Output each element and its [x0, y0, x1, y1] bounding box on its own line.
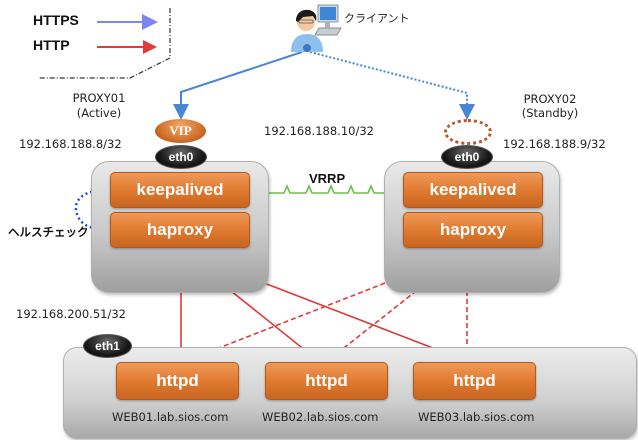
proxy01-keepalived: keepalived [110, 172, 250, 208]
client-node [285, 2, 345, 52]
client-label: クライアント [344, 12, 410, 25]
web02-httpd: httpd [265, 362, 388, 400]
proxy02-ip: 192.168.188.9/32 [503, 137, 606, 151]
proxy02-name: PROXY02 [523, 92, 577, 106]
web-eth1: eth1 [83, 334, 132, 358]
web03-httpd: httpd [413, 362, 536, 400]
legend-http-label: HTTP [33, 37, 70, 53]
proxy01-ip: 192.168.188.8/32 [19, 137, 122, 151]
user-computer-icon [291, 4, 342, 52]
proxy02-keepalived: keepalived [403, 172, 543, 208]
web01-host: WEB01.lab.sios.com [112, 410, 229, 424]
proxy02-eth0: eth0 [441, 145, 493, 169]
proxy02-role: (Standby) [521, 106, 579, 120]
legend-https-label: HTTPS [33, 12, 79, 28]
web01-httpd: httpd [116, 362, 239, 400]
proxy01-haproxy: haproxy [110, 212, 250, 248]
web02-host: WEB02.lab.sios.com [262, 410, 379, 424]
web03-host: WEB03.lab.sios.com [418, 410, 535, 424]
vrrp-label: VRRP [309, 171, 346, 186]
standby-vip-placeholder [444, 119, 492, 145]
healthcheck-label: ヘルスチェック [8, 227, 89, 239]
vip-badge: VIP [155, 119, 206, 143]
web-network-ip: 192.168.200.51/32 [16, 307, 126, 321]
client-to-standby-line [309, 51, 475, 120]
vip-ip: 192.168.188.10/32 [264, 124, 374, 138]
legend-frame [38, 8, 171, 79]
proxy01-eth0: eth0 [155, 145, 207, 169]
vrrp-link [268, 183, 386, 194]
client-to-vip-line [173, 51, 303, 120]
proxy01-role: (Active) [76, 106, 122, 120]
proxy02-haproxy: haproxy [403, 212, 543, 248]
http-standby-web02 [321, 250, 468, 366]
proxy01-name: PROXY01 [72, 91, 126, 105]
